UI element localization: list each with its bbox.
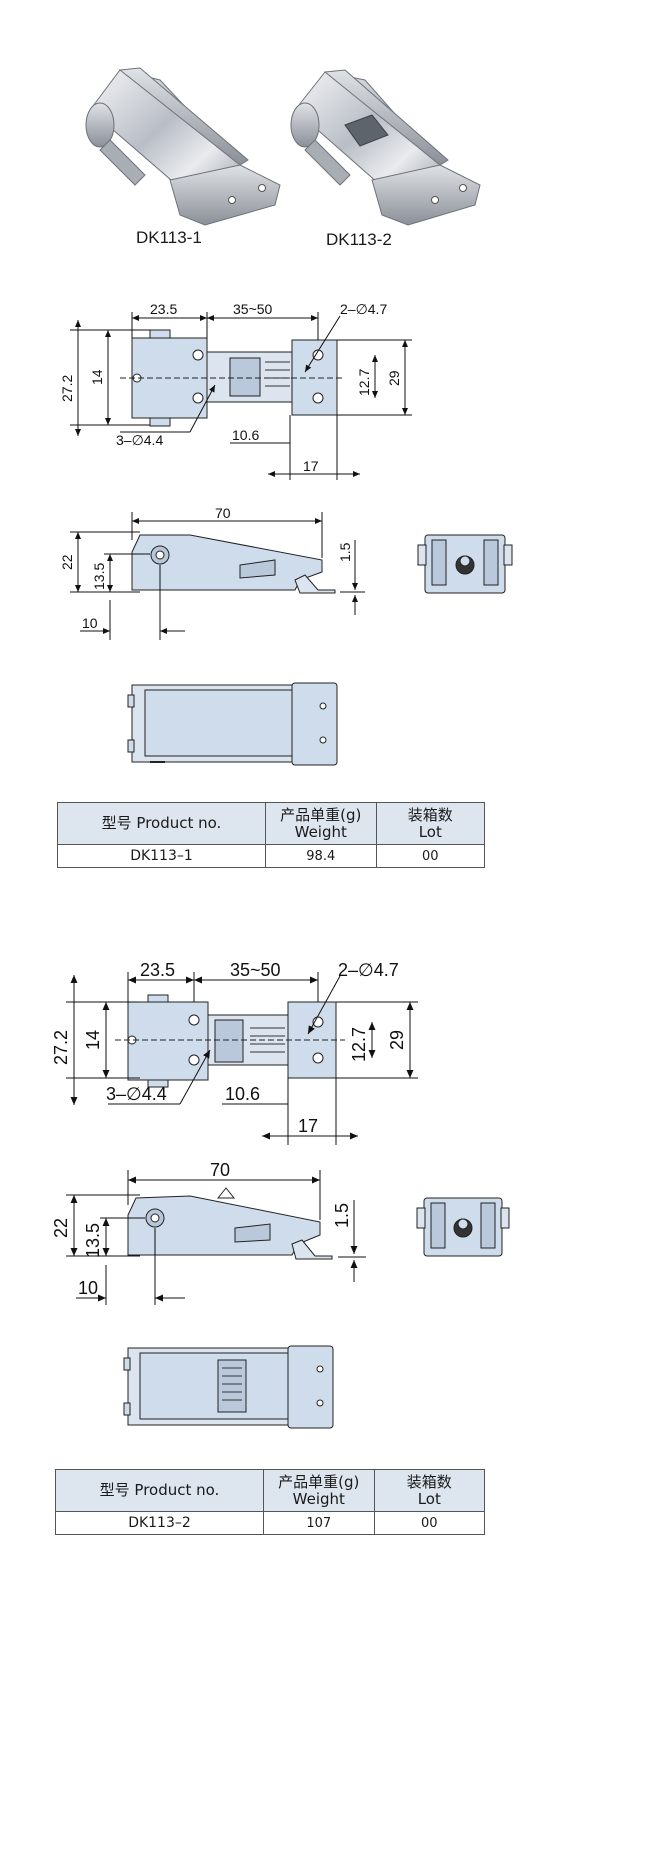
dim-29: 29 [386, 370, 402, 386]
dim-23-5: 23.5 [150, 301, 177, 317]
table2-header-lot: 装箱数 Lot [373, 1469, 486, 1512]
end-view-1 [417, 534, 513, 594]
top-view-2 [115, 994, 345, 1088]
dim-70: 70 [215, 505, 231, 521]
top-view-1 [120, 329, 345, 427]
table2-header-weight-cn: 产品单重(g) [278, 1472, 360, 1491]
table1-header-weight-cn: 产品单重(g) [280, 805, 362, 824]
dim-13-5: 13.5 [91, 563, 107, 590]
dim-22: 22 [59, 554, 75, 570]
side-view-1-dims [70, 512, 365, 640]
table1-product-value: DK113–1 [57, 844, 266, 868]
dim2-22: 22 [51, 1218, 71, 1238]
table2-header-lot-cn: 装箱数 [406, 1472, 452, 1491]
table2-lot-value: 00 [373, 1511, 486, 1535]
dim-10: 10 [82, 615, 98, 631]
end-view-2 [416, 1197, 510, 1257]
dim-27-2: 27.2 [59, 375, 75, 402]
dim2-12-7: 12.7 [349, 1027, 369, 1062]
dim2-1-5: 1.5 [332, 1203, 352, 1228]
side-view-1 [131, 534, 336, 594]
dim-14: 14 [89, 369, 105, 385]
drawing-dk113-1: 23.5 35~50 2–∅4.7 27.2 14 12.7 29 3–∅4.4… [59, 301, 513, 766]
table1-header-weight-en: Weight [294, 822, 347, 841]
side-view-2 [127, 1187, 333, 1260]
dim-holes-2: 2–∅4.7 [340, 301, 387, 317]
spec-table-2: 型号 Product no. 产品单重(g) Weight 装箱数 Lot DK… [55, 1469, 486, 1535]
dim2-29: 29 [387, 1030, 407, 1050]
table1-header-lot-cn: 装箱数 [407, 805, 453, 824]
dim2-10-6: 10.6 [225, 1084, 260, 1104]
spec-table-1: 型号 Product no. 产品单重(g) Weight 装箱数 Lot DK… [57, 802, 486, 868]
dim2-35-50: 35~50 [230, 960, 281, 980]
table2-weight-value: 107 [262, 1511, 375, 1535]
dim2-70: 70 [210, 1160, 230, 1180]
dim2-10: 10 [78, 1278, 98, 1298]
dim-35-50: 35~50 [233, 301, 273, 317]
table1-lot-value: 00 [375, 844, 486, 868]
dim2-holes-2: 2–∅4.7 [338, 960, 399, 980]
table1-weight-value: 98.4 [264, 844, 377, 868]
side-view-2-dims [66, 1170, 366, 1305]
dim-12-7: 12.7 [356, 369, 372, 396]
table2-header-lot-en: Lot [417, 1489, 441, 1508]
dim-10-6: 10.6 [232, 427, 259, 443]
dim-1-5: 1.5 [337, 542, 353, 562]
table1-header-lot-en: Lot [418, 822, 442, 841]
top-view-2-dims [66, 972, 418, 1145]
bottom-view-2 [123, 1345, 334, 1429]
dim2-23-5: 23.5 [140, 960, 175, 980]
dim2-holes-3: 3–∅4.4 [106, 1084, 167, 1104]
dim-holes-3: 3–∅4.4 [116, 432, 163, 448]
dim2-14: 14 [83, 1030, 103, 1050]
table1-header-lot: 装箱数 Lot [375, 802, 486, 845]
top-view-1-dims [70, 312, 412, 480]
product-photos [85, 67, 481, 226]
photo-caption-1: DK113-1 [136, 228, 202, 247]
dim2-27-2: 27.2 [51, 1030, 71, 1065]
table2-header-weight-en: Weight [292, 1489, 345, 1508]
photo-caption-2: DK113-2 [326, 230, 392, 249]
photo-dk113-1 [85, 67, 281, 226]
bottom-view-1 [127, 682, 338, 766]
dim-17: 17 [303, 458, 319, 474]
table2-product-value: DK113–2 [55, 1511, 264, 1535]
table2-header-weight: 产品单重(g) Weight [262, 1469, 375, 1512]
dim2-17: 17 [298, 1116, 318, 1136]
photo-dk113-2 [290, 69, 481, 226]
dim2-13-5: 13.5 [83, 1223, 103, 1258]
table2-header-product: 型号 Product no. [55, 1469, 264, 1512]
